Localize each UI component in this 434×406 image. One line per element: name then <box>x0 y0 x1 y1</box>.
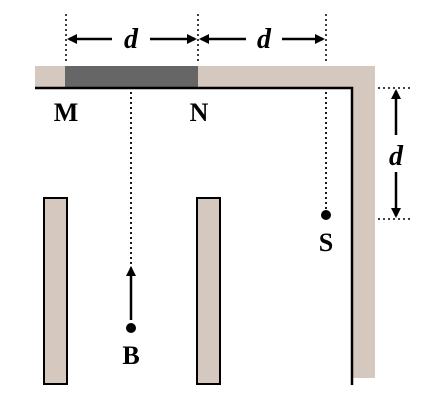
middle-pillar <box>196 197 221 385</box>
right-wall <box>352 66 375 378</box>
point-b-label: B <box>122 341 139 370</box>
dim-label-right: d <box>389 141 404 172</box>
point-s-label: S <box>319 228 333 257</box>
inner-edge-line <box>35 86 354 385</box>
point-n-label: N <box>190 98 209 127</box>
point-s-dot <box>321 210 331 220</box>
point-b-dot <box>126 323 136 333</box>
left-pillar <box>43 197 68 385</box>
point-m-label: M <box>54 98 79 127</box>
dim-label-top-left: d <box>124 24 139 55</box>
dim-label-top-right: d <box>257 24 272 55</box>
mirror-segment <box>65 66 198 88</box>
